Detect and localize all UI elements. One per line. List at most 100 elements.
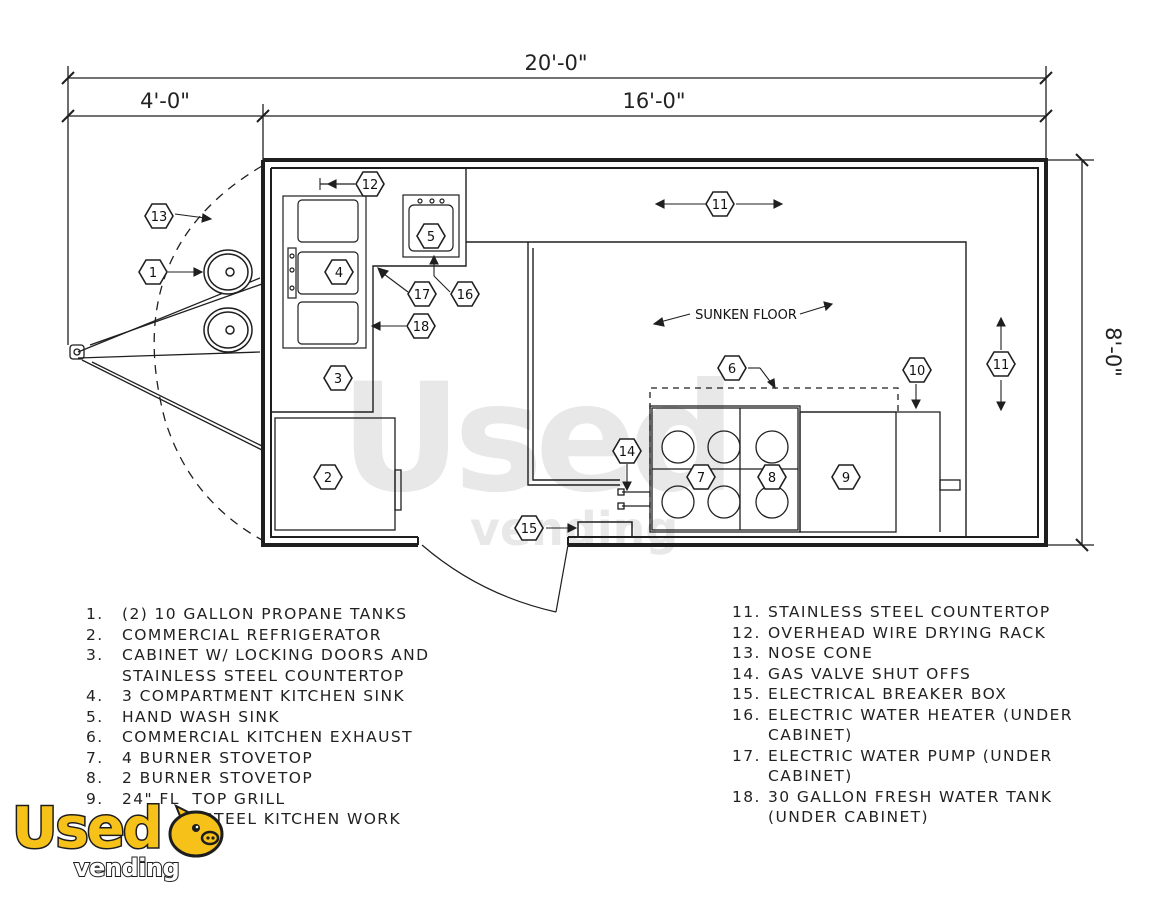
- legend-left-item-number: 6.: [86, 728, 104, 746]
- tag-7: 7: [697, 471, 705, 486]
- legend-left-item-number: [86, 666, 122, 687]
- legend-right-item-row: CABINET): [732, 766, 1073, 787]
- tag-11-right: 11: [993, 358, 1010, 373]
- tag-1: 1: [149, 266, 157, 281]
- legend-left-item-text: CABINET W/ LOCKING DOORS AND: [122, 646, 430, 664]
- dim-width: 8'-0": [1101, 327, 1125, 377]
- legend-right-item-row: (UNDER CABINET): [732, 807, 1073, 828]
- tag-3-hex: [323, 365, 353, 391]
- stovetops: [649, 405, 801, 533]
- legend-left-item-row: 3. CABINET W/ LOCKING DOORS AND: [86, 645, 429, 666]
- dimension-lines: [61, 66, 1094, 552]
- legend-left-item-row: 7. 4 BURNER STOVETOP: [86, 748, 429, 769]
- legend-right-item-row: 13.NOSE CONE: [732, 643, 1073, 664]
- tag-4-hex: [324, 259, 354, 285]
- tag-6: 6: [728, 362, 736, 377]
- logo-word-used: Used: [11, 795, 165, 863]
- tag-12-hex: [355, 171, 385, 197]
- legend-right-item-text: ELECTRIC WATER HEATER (UNDER: [768, 705, 1073, 724]
- door-swing: [421, 544, 569, 613]
- tag-5-hex: [416, 223, 446, 249]
- legend-right-item-row: 12. OVERHEAD WIRE DRYING RACK: [732, 623, 1073, 644]
- legend-right-item-text: ELECTRICAL BREAKER BOX: [768, 685, 1008, 703]
- legend-right-item-number: [732, 725, 768, 746]
- legend-left-item-number: 3.: [86, 646, 104, 664]
- tag-9-hex: [831, 464, 861, 490]
- legend-right-item-number: 12.: [732, 623, 761, 642]
- three-compartment-sink: [282, 195, 367, 349]
- legend-left-item-number: 8.: [86, 769, 104, 787]
- legend-right-item-text: STAINLESS STEEL COUNTERTOP: [768, 603, 1051, 621]
- legend-left-item-number: 2.: [86, 625, 104, 644]
- legend-right-item-row: 11.STAINLESS STEEL COUNTERTOP: [732, 602, 1073, 623]
- tag-11b-hex: [986, 351, 1016, 377]
- legend-left-item-number: 4.: [86, 687, 104, 705]
- legend-right-item-text: GAS VALVE SHUT OFFS: [768, 664, 972, 683]
- legend-right-item-number: 18.: [732, 787, 761, 806]
- tag-18-hex: [406, 313, 436, 339]
- tag-17: 17: [414, 288, 431, 303]
- tag-1-hex: [138, 259, 168, 285]
- legend-right-item-row: 15. ELECTRICAL BREAKER BOX: [732, 684, 1073, 705]
- tag-8: 8: [768, 471, 776, 486]
- legend-left-item-row: 9. 24" FL TOP GRILL: [86, 789, 429, 810]
- legend-right-item-row: 18. 30 GALLON FRESH WATER TANK: [732, 787, 1073, 808]
- tag-15-hex: [514, 515, 544, 541]
- legend-left-item-text: 24" FL TOP GRILL: [122, 789, 286, 808]
- legend-left-item-text: HAND WASH SINK: [122, 707, 280, 726]
- griddle-and-work-table: [799, 411, 961, 533]
- tag-11-top: 11: [712, 198, 729, 213]
- legend-left-item-row: 1.(2) 10 GALLON PROPANE TANKS: [86, 604, 429, 625]
- tag-14: 14: [619, 445, 636, 460]
- legend-left-item-text: 2 BURNER STOVETOP: [122, 769, 314, 787]
- legend-left-item-text: (2) 10 GALLON PROPANE TANKS: [122, 605, 408, 623]
- legend-left-item-text: 3 COMPARTMENT KITCHEN SINK: [122, 687, 406, 705]
- legend-left-item-text: COMMERCIAL REFRIGERATOR: [122, 625, 382, 644]
- tag-5: 5: [427, 230, 435, 245]
- legend-left-item-number: 9.: [86, 789, 104, 808]
- tag-17-hex: [407, 281, 437, 307]
- legend-right-item-text: NOSE CONE: [768, 644, 874, 662]
- legend-right-item-number: [732, 807, 768, 828]
- sunken-floor-label: SUNKEN FLOOR: [695, 308, 797, 323]
- legend-left-item-text: 4 BURNER STOVETOP: [122, 748, 314, 767]
- logo-word-vending: vending: [73, 853, 181, 883]
- dim-total-length: 20'-0": [524, 51, 587, 75]
- gas-valves: [617, 488, 650, 510]
- tag-12: 12: [362, 178, 379, 193]
- legend-left-item-row: 2. COMMERCIAL REFRIGERATOR: [86, 625, 429, 646]
- legend-right-item-text: CABINET): [768, 726, 853, 744]
- legend-right-item-text: (UNDER CABINET): [768, 808, 929, 826]
- tag-13: 13: [151, 210, 168, 225]
- legend-right-item-number: 15.: [732, 685, 761, 703]
- left-counter: [271, 168, 967, 537]
- tag-8-hex: [757, 464, 787, 490]
- legend-right-item-number: 16.: [732, 705, 761, 724]
- callout-tag-labels: 1 13 12 5 4 17 16 18 3 2 11 11 6 10 14 7…: [149, 178, 1009, 537]
- tag-2: 2: [324, 471, 332, 486]
- legend-right-item-row: 17. ELECTRIC WATER PUMP (UNDER: [732, 746, 1073, 767]
- legend-left-item-number: 7.: [86, 748, 104, 767]
- trailer-walls: [261, 158, 1048, 547]
- legend-left-item-row: 8. 2 BURNER STOVETOP: [86, 768, 429, 789]
- legend-right-item-text: 30 GALLON FRESH WATER TANK: [768, 787, 1053, 806]
- callout-leaders: [168, 178, 1006, 533]
- legend-right-item-row: 16. ELECTRIC WATER HEATER (UNDER: [732, 705, 1073, 726]
- tag-3: 3: [334, 372, 342, 387]
- legend-right-item-number: [732, 766, 768, 787]
- dim-tongue-length: 4'-0": [140, 89, 190, 113]
- legend-left-item-row: 4. 3 COMPARTMENT KITCHEN SINK: [86, 686, 429, 707]
- used-vending-logo: Used vending: [6, 795, 236, 896]
- legend-right-item-text: ELECTRIC WATER PUMP (UNDER: [768, 746, 1053, 765]
- legend-left-item-text: COMMERCIAL KITCHEN EXHAUST: [122, 728, 413, 746]
- legend-left-item-row: 6. COMMERCIAL KITCHEN EXHAUST: [86, 727, 429, 748]
- watermark-used: Used: [340, 352, 728, 526]
- dim-box-length: 16'-0": [622, 89, 685, 113]
- tag-16-hex: [450, 281, 480, 307]
- legend-right-item-text: OVERHEAD WIRE DRYING RACK: [768, 623, 1047, 642]
- legend-right-item-number: 17.: [732, 746, 761, 765]
